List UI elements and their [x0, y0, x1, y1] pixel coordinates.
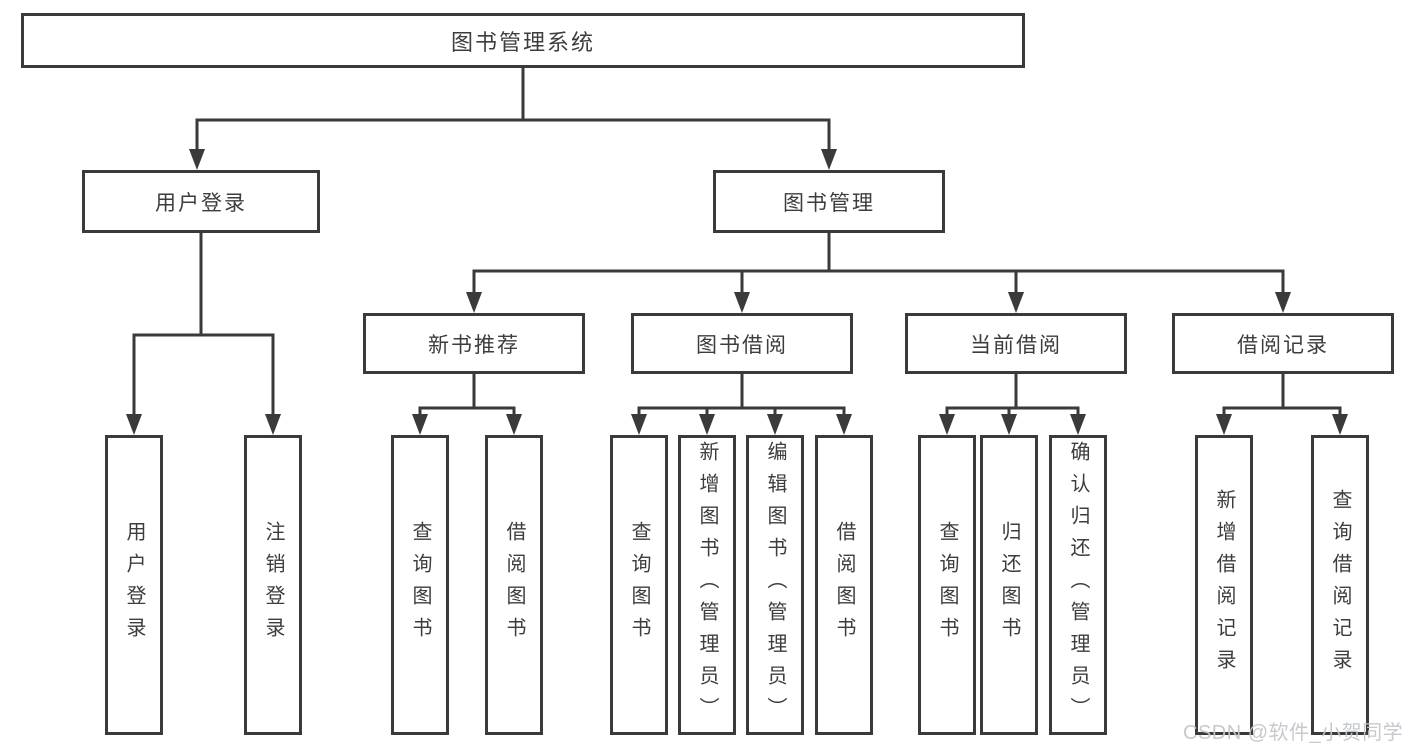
- leaf-query-books-borrow: 查询图书: [610, 435, 668, 735]
- leaf-user-login: 用户登录: [105, 435, 163, 735]
- node-borrow-records: 借阅记录: [1172, 313, 1394, 374]
- leaf-logout: 注销登录: [244, 435, 302, 735]
- leaf-query-books-recommend: 查询图书: [391, 435, 449, 735]
- leaf-add-borrow-record: 新增借阅记录: [1195, 435, 1253, 735]
- leaf-borrow-books-recommend: 借阅图书: [485, 435, 543, 735]
- node-new-book-recommend: 新书推荐: [363, 313, 585, 374]
- csdn-watermark: CSDN @软件_小贺同学: [1183, 722, 1404, 744]
- node-book-borrow: 图书借阅: [631, 313, 853, 374]
- leaf-return-books: 归还图书: [980, 435, 1038, 735]
- leaf-query-borrow-record: 查询借阅记录: [1311, 435, 1369, 735]
- leaf-confirm-return-admin: 确认归还（管理员）: [1049, 435, 1107, 735]
- node-user-login-branch: 用户登录: [82, 170, 320, 233]
- node-current-borrow: 当前借阅: [905, 313, 1127, 374]
- arrowheads: [126, 149, 1348, 435]
- leaf-borrow-books: 借阅图书: [815, 435, 873, 735]
- node-root-system: 图书管理系统: [21, 13, 1025, 68]
- node-book-management-branch: 图书管理: [713, 170, 945, 233]
- leaf-query-books-current: 查询图书: [918, 435, 976, 735]
- leaf-edit-books-admin: 编辑图书（管理员）: [746, 435, 804, 735]
- leaf-add-books-admin: 新增图书（管理员）: [678, 435, 736, 735]
